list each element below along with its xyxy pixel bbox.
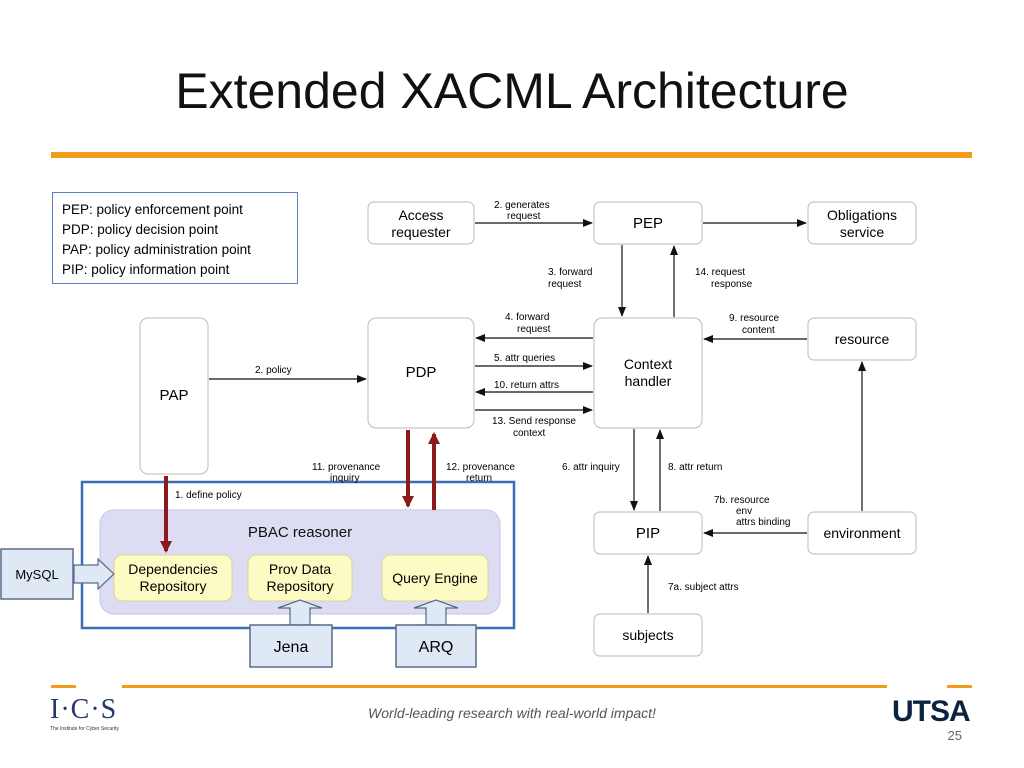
dependencies-repository-box	[113, 554, 233, 602]
edge-label-policy: 2. policy	[255, 365, 292, 376]
slide-title: Extended XACML Architecture	[175, 63, 849, 119]
edge-label-forward4-2: request	[517, 324, 551, 335]
edge-label-attr-queries: 5. attr queries	[494, 353, 555, 364]
resource-box	[807, 317, 917, 361]
footer-rule-right	[947, 685, 972, 688]
edge-label-generates-2: request	[507, 211, 541, 222]
access-requester-line1: Access	[398, 207, 443, 223]
edge-label-resource9-1: 9. resource	[729, 313, 779, 324]
footer-rule-main	[122, 685, 887, 688]
dependencies-repository-line1: Dependencies	[128, 561, 218, 577]
prov-data-repository-line2: Repository	[267, 578, 334, 594]
pdp-label: PDP	[406, 364, 437, 381]
obligations-service-box	[807, 201, 917, 245]
prov-data-repository-line1: Prov Data	[269, 561, 331, 577]
jena-box	[249, 624, 333, 668]
environment-box	[807, 511, 917, 555]
edge-label-7b-1: 7b. resource	[714, 495, 770, 506]
edge-label-response14-2: response	[711, 279, 753, 290]
ics-logo-subtitle: The Institute for Cyber Security	[50, 726, 119, 732]
edge-label-attr-return: 8. attr return	[668, 462, 722, 473]
environment-label: environment	[823, 525, 900, 541]
context-handler-line1: Context	[624, 356, 672, 372]
subjects-box	[593, 613, 703, 657]
page-number: 25	[947, 728, 962, 743]
arq-box	[395, 624, 477, 668]
pep-box	[593, 201, 703, 245]
legend-item-pep: PEP: policy enforcement point	[62, 202, 243, 217]
edge-label-define-policy: 1. define policy	[175, 490, 242, 501]
edge-label-return-attrs: 10. return attrs	[494, 380, 559, 391]
subjects-label: subjects	[622, 627, 673, 643]
resource-label: resource	[835, 331, 890, 347]
edge-label-forward3-2: request	[548, 279, 582, 290]
legend-item-pdp: PDP: policy decision point	[62, 222, 219, 237]
edge-label-forward4-1: 4. forward	[505, 312, 549, 323]
acronym-legend: PEP: policy enforcement point PDP: polic…	[52, 192, 298, 284]
footer-rule-left	[51, 685, 76, 688]
edge-label-prov-return-1: 12. provenance	[446, 462, 515, 473]
arq-label: ARQ	[419, 639, 454, 656]
query-engine-label: Query Engine	[392, 570, 478, 586]
mysql-box	[0, 548, 74, 600]
edge-label-response14-1: 14. request	[695, 267, 745, 278]
edge-label-prov-return-2: return	[466, 473, 492, 484]
pep-label: PEP	[633, 215, 663, 232]
pip-label: PIP	[636, 525, 660, 542]
jena-label: Jena	[274, 639, 309, 656]
edge-label-generates-1: 2. generates	[494, 200, 550, 211]
edge-label-prov-inquiry-1: 11. provenance	[312, 462, 381, 473]
dependencies-repository-line2: Repository	[140, 578, 207, 594]
edge-label-subject-attrs: 7a. subject attrs	[668, 582, 739, 593]
edge-label-send-2: context	[513, 428, 545, 439]
edge-label-attr-inquiry: 6. attr inquiry	[562, 462, 620, 473]
context-handler-line2: handler	[625, 373, 672, 389]
mysql-callout-arrow	[73, 557, 115, 591]
pap-label: PAP	[160, 387, 189, 404]
access-requester-box	[367, 201, 475, 245]
utsa-logo: UTSA	[892, 695, 971, 728]
title-underline	[51, 152, 972, 158]
obligations-service-line2: service	[840, 224, 885, 240]
mysql-label: MySQL	[15, 567, 58, 582]
pap-box	[139, 317, 209, 475]
legend-item-pap: PAP: policy administration point	[62, 242, 251, 257]
context-handler-box	[593, 317, 703, 429]
footer-tagline: World-leading research with real-world i…	[368, 705, 656, 721]
ics-logo-text: I·C·S	[50, 694, 118, 725]
obligations-service-line1: Obligations	[827, 207, 897, 223]
access-requester-line2: requester	[391, 224, 450, 240]
edge-label-send-1: 13. Send response	[492, 416, 576, 427]
pbac-reasoner-label: PBAC reasoner	[248, 524, 352, 541]
edge-label-7b-3: attrs binding	[736, 517, 790, 528]
ics-logo: I·C·S The Institute for Cyber Security	[50, 694, 119, 733]
edge-label-7b-2: env	[736, 506, 752, 517]
edge-label-forward3-1: 3. forward	[548, 267, 592, 278]
edge-label-prov-inquiry-2: inquiry	[330, 473, 359, 484]
pip-box	[593, 511, 703, 555]
legend-item-pip: PIP: policy information point	[62, 262, 230, 277]
edge-label-resource9-2: content	[742, 325, 775, 336]
pdp-box	[367, 317, 475, 429]
